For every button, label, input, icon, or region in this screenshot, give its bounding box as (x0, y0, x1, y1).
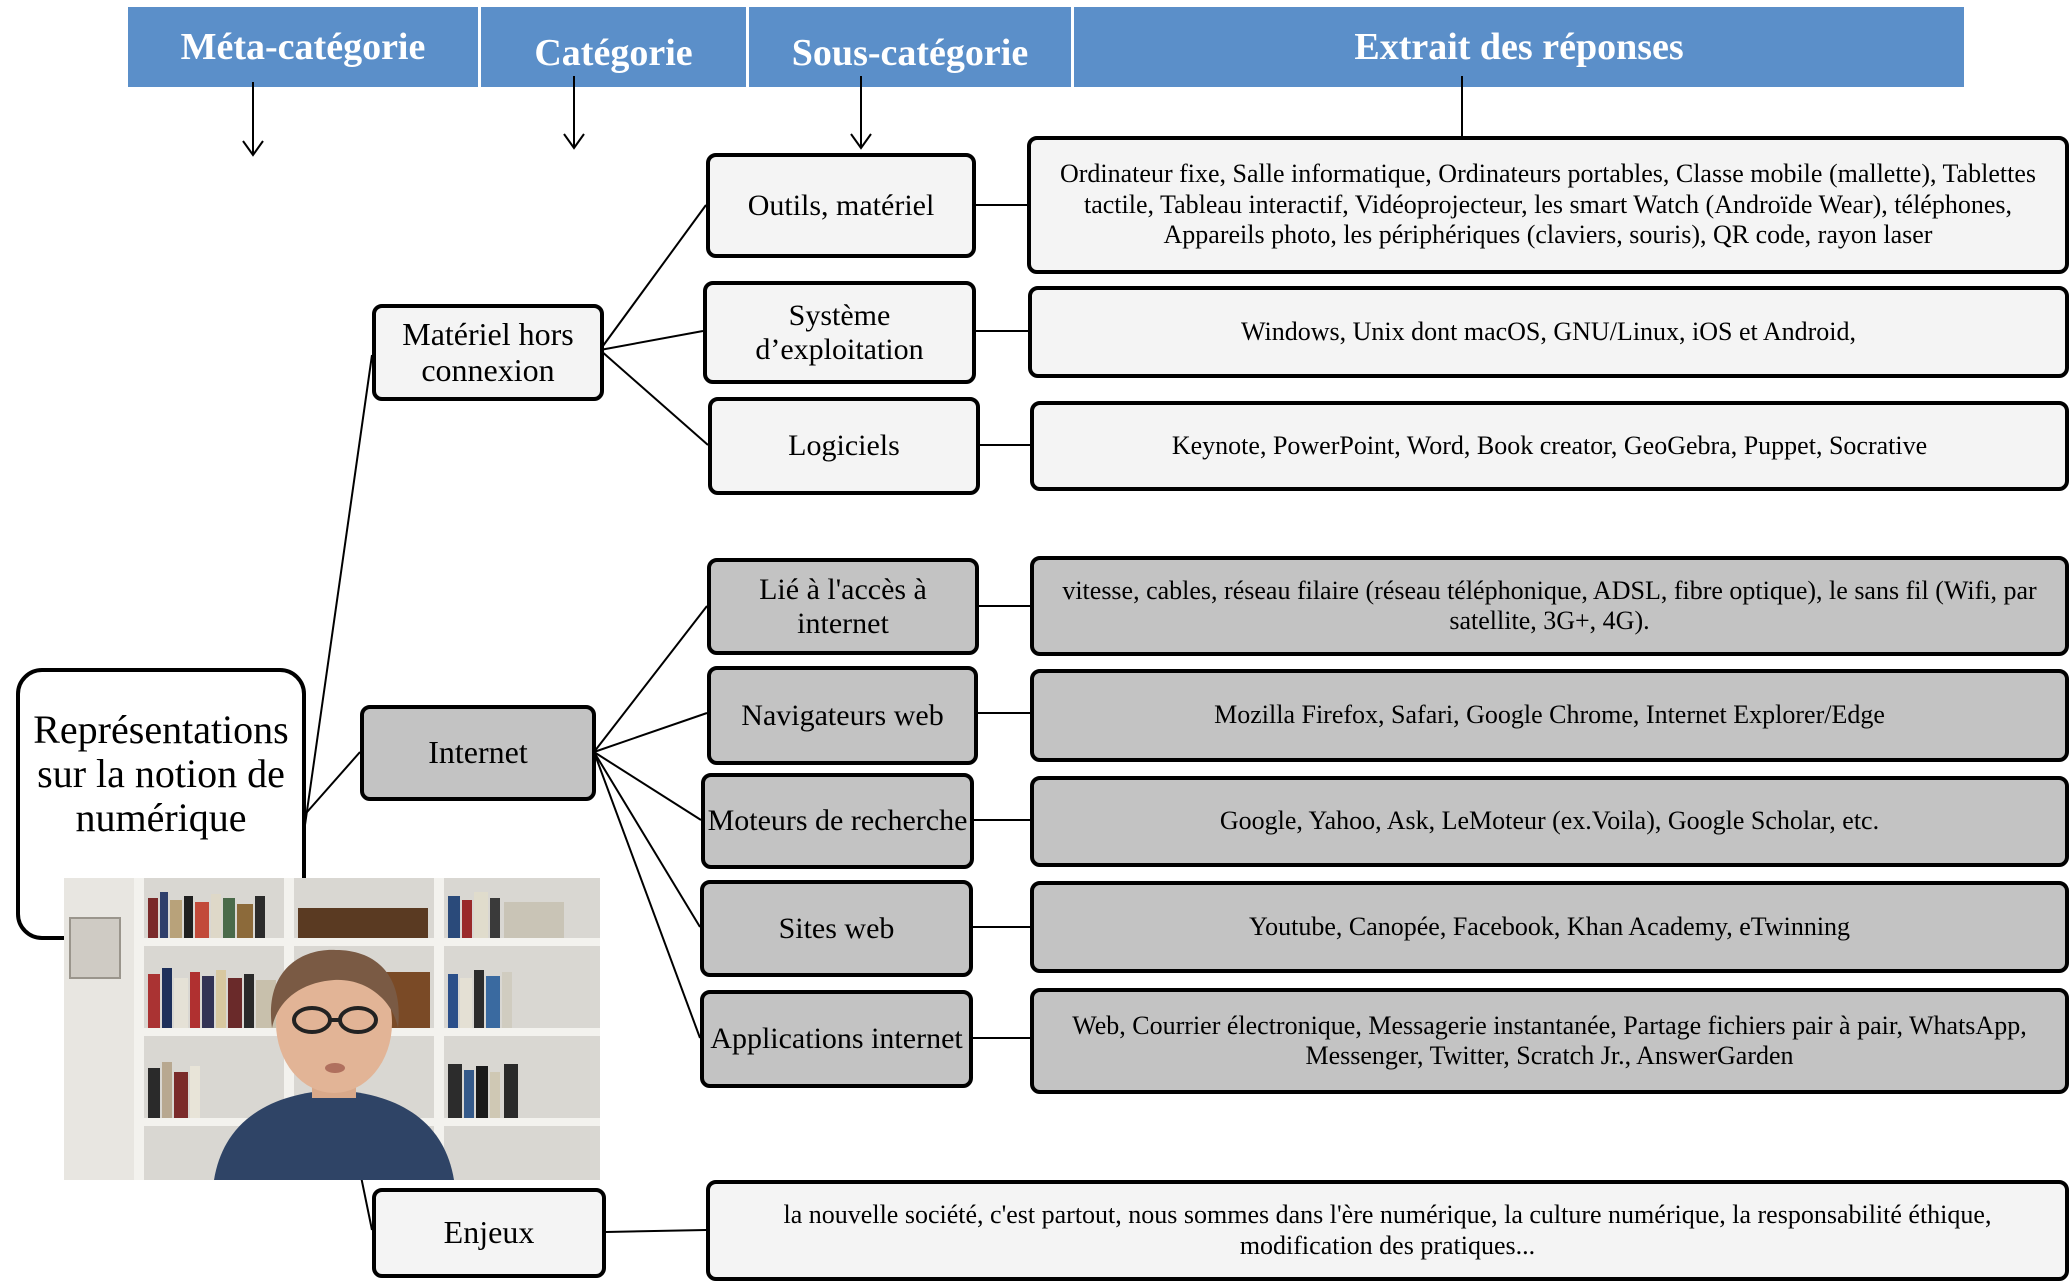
subcategory-sites: Sites web (700, 880, 973, 977)
header-subcategory-label: Sous-catégorie (791, 32, 1029, 74)
link-internet-browsers (593, 712, 708, 753)
extract-issues: la nouvelle société, c'est partout, nous… (706, 1180, 2069, 1281)
extract-access-text: vitesse, cables, réseau filaire (réseau … (1062, 575, 2037, 635)
category-internet-label: Internet (428, 734, 528, 771)
link-root-offline (299, 354, 373, 861)
subcategory-access-label: Lié à l'accès à internet (759, 572, 927, 640)
extract-browsers-text: Mozilla Firefox, Safari, Google Chrome, … (1214, 700, 1885, 730)
arrow-head (242, 140, 264, 157)
category-offline-label: Matériel hors connexion (402, 315, 574, 388)
category-offline: Matériel hors connexion (372, 304, 604, 401)
subcategory-browsers: Navigateurs web (707, 666, 978, 765)
link-internet-access (593, 605, 708, 753)
header-meta-category: Méta-catégorie (128, 7, 478, 87)
webcam-video-overlay (64, 878, 600, 1180)
subcategory-browsers-label: Navigateurs web (741, 698, 944, 732)
header-meta-label: Méta-catégorie (180, 26, 426, 68)
subcategory-engines-label: Moteurs de recherche (707, 804, 968, 838)
header-subcategory: Sous-catégorie (749, 7, 1071, 87)
subcategory-apps-label: Applications internet (710, 1022, 963, 1056)
extract-os: Windows, Unix dont macOS, GNU/Linux, iOS… (1028, 286, 2069, 378)
header-divider (478, 7, 481, 87)
subcategory-os-label: Système d’exploitation (755, 298, 924, 366)
subcategory-apps: Applications internet (700, 990, 973, 1088)
link-internet-apps (593, 751, 701, 1039)
arrow-head (850, 133, 872, 150)
subcategory-software: Logiciels (708, 397, 980, 495)
header-category: Catégorie (481, 7, 746, 87)
link-root-internet (299, 751, 361, 821)
extract-tools: Ordinateur fixe, Salle informatique, Ord… (1027, 136, 2069, 274)
link-internet-sites (593, 751, 701, 928)
extract-software-text: Keynote, PowerPoint, Word, Book creator,… (1171, 430, 1928, 460)
extract-engines-text: Google, Yahoo, Ask, LeMoteur (ex.Voila),… (1219, 806, 1880, 836)
extract-sites: Youtube, Canopée, Facebook, Khan Academy… (1030, 881, 2069, 973)
subcategory-access: Lié à l'accès à internet (707, 558, 979, 655)
subcategory-os: Système d’exploitation (703, 281, 976, 384)
header-extracts-label: Extrait des réponses (1354, 26, 1684, 68)
link-offline-software (599, 349, 709, 446)
extract-issues-text: la nouvelle société, c'est partout, nous… (783, 1200, 1992, 1260)
link-offline-os (599, 330, 704, 351)
link-internet-engines (593, 751, 702, 821)
arrow-head (563, 133, 585, 150)
extract-os-text: Windows, Unix dont macOS, GNU/Linux, iOS… (1241, 316, 1856, 346)
extract-access: vitesse, cables, réseau filaire (réseau … (1030, 556, 2069, 656)
extract-apps-text: Web, Courrier électronique, Messagerie i… (1072, 1010, 2027, 1070)
header-divider (746, 7, 749, 87)
link-issues-extract (605, 1229, 707, 1233)
root-label-line2: sur la notion de (37, 751, 285, 796)
root-label-line1: Représentations (33, 707, 289, 752)
root-label-line3: numérique (75, 795, 247, 840)
extract-browsers: Mozilla Firefox, Safari, Google Chrome, … (1030, 669, 2069, 762)
header-divider (1071, 7, 1074, 87)
category-issues-label: Enjeux (443, 1214, 535, 1251)
subcategory-tools-label: Outils, matériel (747, 188, 935, 222)
subcategory-engines: Moteurs de recherche (701, 773, 974, 869)
subcategory-software-label: Logiciels (788, 429, 900, 463)
category-internet: Internet (360, 705, 596, 801)
extract-sites-text: Youtube, Canopée, Facebook, Khan Academy… (1248, 911, 1851, 941)
subcategory-sites-label: Sites web (778, 911, 895, 945)
subcategory-tools: Outils, matériel (706, 153, 976, 258)
extract-engines: Google, Yahoo, Ask, LeMoteur (ex.Voila),… (1030, 776, 2069, 867)
category-issues: Enjeux (372, 1188, 606, 1278)
extract-tools-text: Ordinateur fixe, Salle informatique, Ord… (1059, 159, 2036, 250)
extract-apps: Web, Courrier électronique, Messagerie i… (1030, 988, 2069, 1094)
link-offline-tools (599, 204, 707, 351)
header-extracts: Extrait des réponses (1074, 7, 1964, 87)
extract-software: Keynote, PowerPoint, Word, Book creator,… (1030, 401, 2069, 491)
header-category-label: Catégorie (534, 32, 693, 74)
